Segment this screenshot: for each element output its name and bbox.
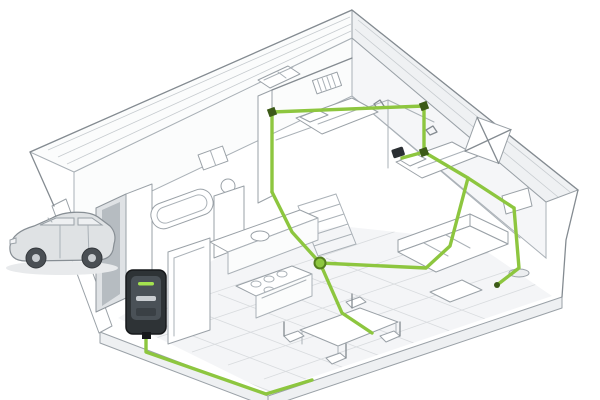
car-wheel-hub	[88, 254, 96, 262]
car-wheel-hub	[32, 254, 40, 262]
front-right-slab	[267, 296, 563, 400]
status-led	[138, 282, 154, 286]
chair	[283, 321, 305, 343]
bathtub	[150, 188, 214, 230]
dining-table	[299, 307, 399, 347]
skylight	[257, 65, 301, 89]
car-headlight	[9, 237, 17, 245]
dining-set	[283, 293, 401, 365]
living-room	[397, 187, 533, 303]
socket-box	[391, 146, 405, 159]
chair	[325, 343, 347, 365]
chair	[345, 293, 367, 309]
attic-window-x	[464, 116, 512, 165]
elbow-connector	[418, 100, 430, 112]
elbow-connector	[418, 146, 430, 158]
loft-back-edge	[271, 57, 353, 91]
car-mirror	[47, 217, 53, 223]
junction-node-group	[313, 256, 327, 270]
floor-outlet	[494, 282, 500, 288]
central-wall	[257, 89, 273, 204]
roof-hatching	[47, 16, 571, 198]
car-shadow	[6, 261, 118, 275]
cable-device-run	[144, 332, 314, 396]
kitchen-counter-front	[227, 217, 319, 275]
car	[6, 211, 118, 275]
elbow-connector	[266, 106, 278, 118]
display-window	[136, 308, 156, 316]
left-wall-edge	[29, 151, 55, 207]
lamp-shade	[501, 187, 533, 215]
junction-node	[313, 256, 327, 270]
cable-to-node	[318, 176, 470, 270]
kitchen-sink	[250, 230, 270, 242]
right-wall-edge	[561, 189, 579, 298]
control-unit	[125, 269, 167, 339]
radiator	[311, 71, 343, 95]
cable-node-to-dining	[318, 261, 374, 335]
bathroom-mirror-cabinet	[197, 145, 229, 171]
wall-sconce	[425, 125, 438, 136]
oven-front	[255, 273, 313, 319]
pillow	[299, 109, 329, 123]
loft-right-edge	[387, 99, 435, 123]
chair	[379, 321, 401, 343]
stove	[235, 265, 313, 319]
wall-socket	[391, 146, 405, 159]
bathroom	[150, 145, 236, 230]
coffee-table	[429, 279, 483, 303]
interior-walls	[257, 57, 435, 204]
card-slot	[136, 296, 156, 301]
cable-gland	[142, 332, 151, 339]
car-rear-window	[77, 217, 104, 226]
kitchen	[209, 185, 319, 319]
cable-wall-to-node	[270, 190, 322, 265]
sofa	[397, 213, 509, 273]
cable-lamp-drop	[495, 206, 521, 287]
appliance	[167, 237, 211, 345]
cable-connectors	[266, 100, 500, 288]
floor-lamp	[501, 187, 533, 278]
